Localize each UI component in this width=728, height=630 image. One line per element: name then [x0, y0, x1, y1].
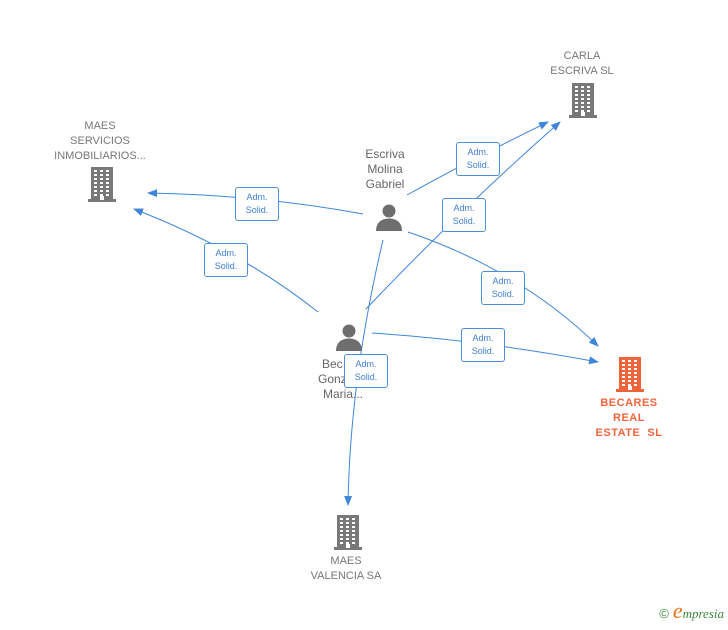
relation-badge-escriva-maes-valencia[interactable]: Adm. Solid. — [344, 354, 388, 388]
relation-badge-escriva-maes-servicios[interactable]: Adm. Solid. — [235, 187, 279, 221]
relation-badge-becares-carla-escriva[interactable]: Adm. Solid. — [442, 198, 486, 232]
label-line: ESCRIVA SL — [550, 65, 614, 77]
badge-line: Solid. — [452, 216, 476, 226]
relation-badge-becares-maes-servicios[interactable]: Adm. Solid. — [204, 243, 248, 277]
label-line: Maria... — [323, 387, 364, 401]
label-line: INMOBILIARIOS... — [54, 150, 146, 162]
badge-line: Adm. — [453, 203, 475, 213]
person-label-escriva-molina[interactable]: Escriva Molina Gabriel — [335, 147, 435, 192]
badge-line: Solid. — [471, 346, 495, 356]
badge-line: Adm. — [246, 192, 268, 202]
relation-badge-escriva-carla-escriva[interactable]: Adm. Solid. — [456, 142, 500, 176]
label-line: SERVICIOS — [70, 135, 130, 147]
person-icon[interactable] — [334, 322, 364, 357]
label-line: ESTATE SL — [595, 427, 663, 439]
building-icon[interactable] — [614, 356, 646, 397]
label-line: MAES — [84, 120, 116, 132]
label-line: CARLA — [563, 50, 601, 62]
person-label-becares-gonzalez[interactable]: Bec Gonz Maria... — [318, 357, 378, 402]
badge-line: Adm. — [215, 248, 237, 258]
badge-line: Adm. — [467, 147, 489, 157]
label-line: Molina — [367, 162, 403, 176]
label-line: Bec — [322, 357, 343, 371]
badge-line: Adm. — [472, 333, 494, 343]
badge-line: Solid. — [491, 289, 515, 299]
brand-initial: e — [672, 598, 683, 623]
company-label-becares-real-estate[interactable]: BECARES REAL ESTATE SL — [569, 396, 689, 441]
company-label-carla-escriva[interactable]: CARLA ESCRIVA SL — [522, 49, 642, 79]
badge-line: Adm. — [355, 359, 377, 369]
badge-line: Solid. — [354, 372, 378, 382]
building-icon[interactable] — [332, 514, 364, 555]
person-icon[interactable] — [374, 202, 404, 237]
company-label-maes-servicios[interactable]: MAES SERVICIOS INMOBILIARIOS... — [40, 119, 160, 164]
label-line: Escriva — [365, 147, 405, 161]
brand-name: mpresia — [682, 606, 724, 621]
label-line: MAES — [330, 555, 362, 567]
badge-line: Solid. — [466, 160, 490, 170]
label-line: BECARES — [600, 397, 658, 409]
relation-badge-escriva-becares-real[interactable]: Adm. Solid. — [481, 271, 525, 305]
badge-line: Adm. — [492, 276, 514, 286]
badge-line: Solid. — [245, 205, 269, 215]
badge-line: Solid. — [214, 261, 238, 271]
empresia-logo[interactable]: ©empresia — [659, 598, 724, 624]
label-line: Gabriel — [365, 177, 405, 191]
label-line: VALENCIA SA — [310, 570, 382, 582]
copyright-symbol: © — [659, 606, 669, 621]
relation-badge-becares-becares-real[interactable]: Adm. Solid. — [461, 328, 505, 362]
label-line: Gonz — [318, 372, 347, 386]
label-line: REAL — [613, 412, 645, 424]
company-label-maes-valencia[interactable]: MAES VALENCIA SA — [286, 554, 406, 584]
building-icon[interactable] — [567, 82, 599, 123]
building-icon[interactable] — [86, 166, 118, 207]
